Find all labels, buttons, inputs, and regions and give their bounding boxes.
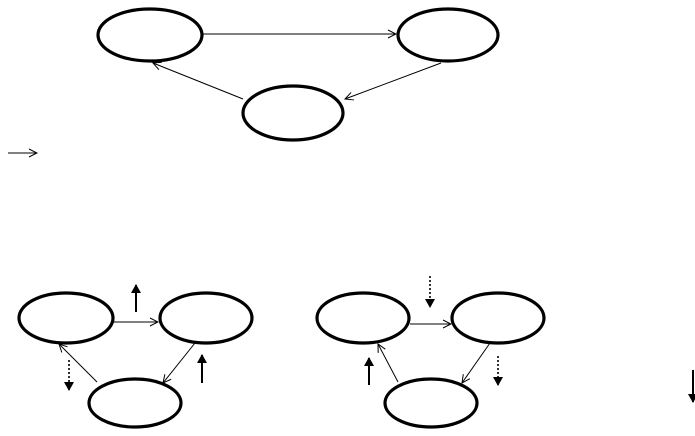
top-cycle (96, 7, 500, 142)
br-node-a (315, 291, 411, 345)
br-edge-b-c (462, 342, 491, 383)
bl-edge-b-c (163, 342, 196, 383)
br-node-b (450, 291, 546, 345)
bl-node-b (158, 291, 254, 345)
top-edge-c-a (153, 63, 244, 100)
bl-edge-c-a (59, 344, 98, 383)
bl-node-a (17, 291, 115, 345)
bl-node-c (87, 377, 183, 429)
top-node-a (96, 7, 204, 63)
top-node-b (396, 7, 500, 63)
br-node-c (383, 377, 479, 429)
bottom-right-cycle (315, 276, 546, 429)
top-edge-b-c (345, 62, 442, 99)
br-edge-c-a (378, 344, 399, 383)
bottom-left-cycle (17, 284, 254, 429)
top-node-c (241, 84, 345, 142)
